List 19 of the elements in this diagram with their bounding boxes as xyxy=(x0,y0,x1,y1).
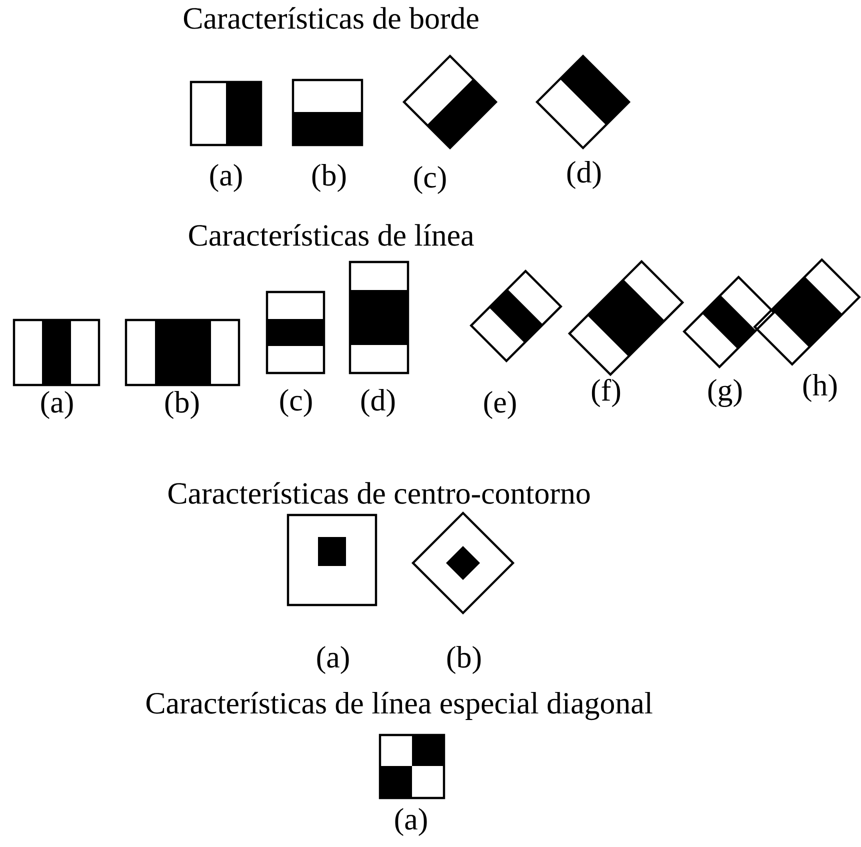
panel-label: (b) xyxy=(312,164,346,192)
section-heading: Características de borde xyxy=(184,7,478,29)
panel-label: (f) xyxy=(592,378,620,408)
panel-label: (e) xyxy=(484,391,516,419)
panel-label: (c) xyxy=(414,166,446,194)
section-heading: Características de línea xyxy=(189,224,474,246)
panel-label: (h) xyxy=(803,374,837,402)
panel-label: (d) xyxy=(567,161,601,189)
panel-label: (a) xyxy=(395,808,427,836)
panel-label: (b) xyxy=(165,391,199,419)
panel-label: (a) xyxy=(317,646,349,674)
section-heading: Características de línea especial diagonal xyxy=(146,692,652,720)
section-heading: Características de centro-contorno xyxy=(168,482,590,504)
panel-label: (c) xyxy=(280,389,312,417)
panel-label: (a) xyxy=(41,391,73,419)
panel-label: (a) xyxy=(210,164,242,192)
panel-label: (b) xyxy=(447,646,481,674)
panel-label: (g) xyxy=(708,378,742,408)
panel-label: (d) xyxy=(361,389,395,417)
